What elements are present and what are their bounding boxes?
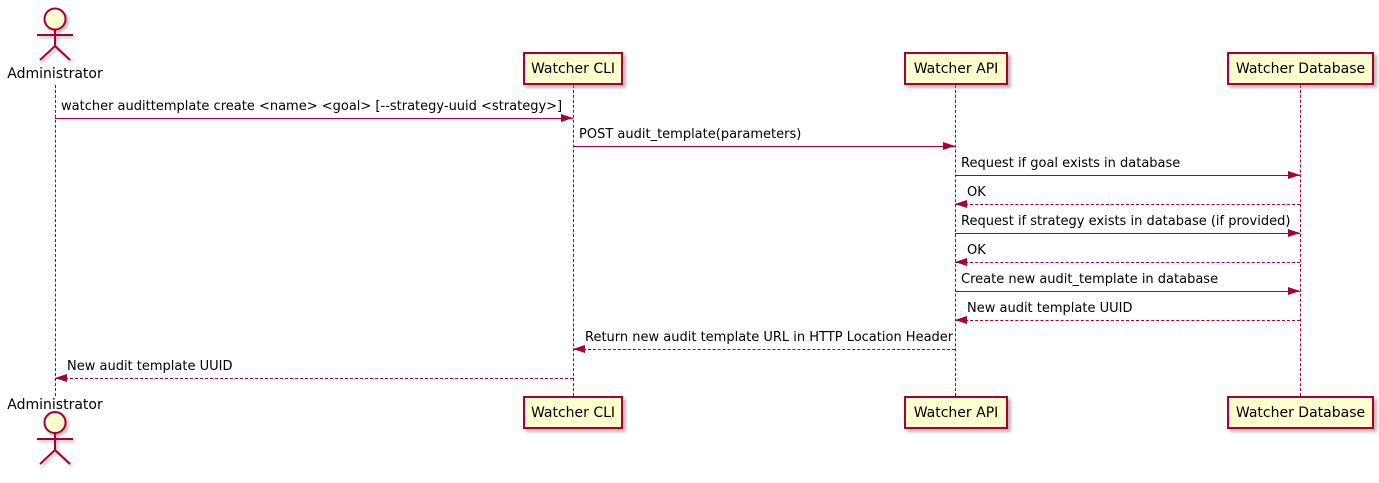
message-arrow [955,262,1300,263]
actor-label-bottom: Administrator [7,397,103,413]
arrowhead-icon [943,142,955,150]
arrowhead-icon [1288,171,1300,179]
participant-watcher-api-top: Watcher API [904,52,1008,85]
message-label: Return new audit template URL in HTTP Lo… [585,330,954,345]
participant-watcher-database-top: Watcher Database [1227,52,1374,85]
message-arrow [955,175,1300,176]
actor-label-top: Administrator [7,66,103,82]
message-arrow [573,349,955,350]
arrowhead-icon [955,316,967,324]
message-arrow [955,291,1300,292]
lifeline-administrator [55,85,56,396]
arrowhead-icon [1288,229,1300,237]
message-label: Request if strategy exists in database (… [961,214,1291,229]
participant-watcher-cli-bottom: Watcher CLI [523,396,623,429]
message-arrow [955,233,1300,234]
message-label: New audit template UUID [67,359,233,374]
message-arrow [573,146,955,147]
message-arrow [955,204,1300,205]
message-label: New audit template UUID [967,301,1133,316]
arrowhead-icon [561,114,573,122]
lifeline-watcher-database [1300,85,1301,396]
actor-icon [37,411,73,465]
message-label: watcher audittemplate create <name> <goa… [61,99,563,114]
lifeline-watcher-api [955,85,956,396]
participant-watcher-database-bottom: Watcher Database [1227,396,1374,429]
arrowhead-icon [955,200,967,208]
message-arrow [955,320,1300,321]
message-label: Create new audit_template in database [961,272,1219,287]
arrowhead-icon [55,374,67,382]
actor-icon [37,7,73,61]
message-arrow [55,118,573,119]
lifeline-watcher-cli [573,85,574,396]
message-label: OK [967,185,986,200]
message-label: POST audit_template(parameters) [579,127,802,142]
arrowhead-icon [573,345,585,353]
message-label: OK [967,243,986,258]
participant-watcher-cli-top: Watcher CLI [523,52,623,85]
participant-watcher-api-bottom: Watcher API [904,396,1008,429]
arrowhead-icon [1288,287,1300,295]
message-arrow [55,378,573,379]
message-label: Request if goal exists in database [961,156,1181,171]
arrowhead-icon [955,258,967,266]
